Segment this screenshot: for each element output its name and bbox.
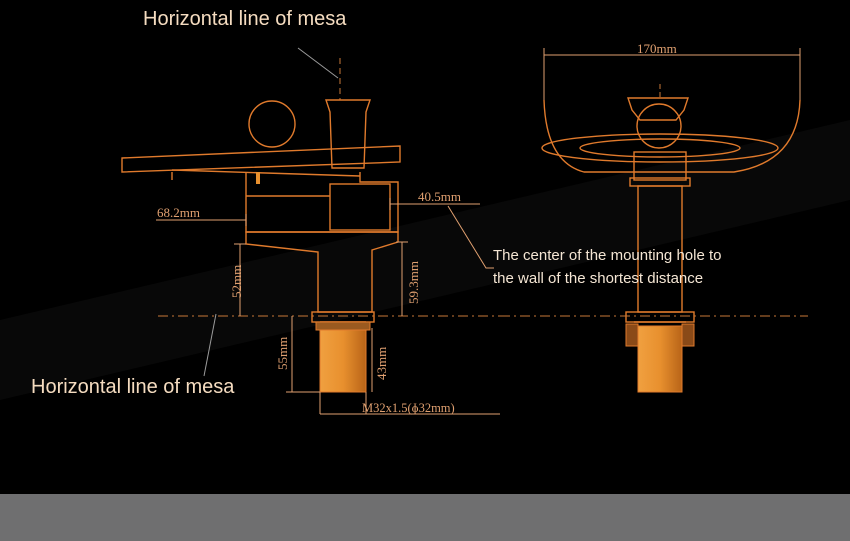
footer-bar	[0, 494, 850, 541]
front-shank	[637, 325, 683, 393]
caption-mesa-top: Horizontal line of mesa	[143, 8, 347, 30]
dimension-width: 170mm	[637, 41, 677, 56]
spout-plate	[121, 145, 401, 173]
dimension-thread-spec: M32x1.5(ɸ32mm)	[362, 401, 455, 415]
upper-body	[245, 172, 399, 233]
body-accent	[256, 172, 260, 184]
side-view	[121, 47, 500, 323]
body-insert	[329, 183, 391, 231]
dimension-spout-reach: 68.2mm	[157, 205, 200, 220]
dimension-shank-thread: 43mm	[374, 346, 389, 380]
shank-collar	[315, 321, 371, 331]
front-nut-right	[681, 323, 695, 347]
mounting-hole-note: The center of the mounting hole to the w…	[493, 247, 722, 287]
front-view	[541, 48, 801, 323]
front-upper-body	[633, 151, 687, 181]
dimension-base-height: 52mm	[229, 264, 244, 298]
spout-underside	[171, 169, 361, 177]
threaded-shank	[319, 324, 367, 393]
note-leader	[447, 205, 494, 269]
dimension-center-to-wall: 40.5mm	[418, 189, 461, 204]
side-view-dimensions	[156, 198, 500, 415]
caption-mesa-bottom: Horizontal line of mesa	[31, 376, 235, 398]
handle-ball	[248, 100, 296, 148]
front-plate	[543, 99, 801, 173]
front-nut	[625, 311, 695, 323]
top-caption-leader	[297, 47, 339, 79]
dimension-body-height: 59.3mm	[406, 261, 421, 304]
handle-block	[325, 99, 371, 169]
front-nut-left	[625, 323, 639, 347]
front-plate-rim	[541, 133, 779, 163]
front-handle-ball	[636, 103, 682, 149]
dimension-shank-total: 55mm	[275, 336, 290, 370]
front-handle-cap	[627, 97, 689, 121]
front-plate-inner	[579, 138, 741, 158]
